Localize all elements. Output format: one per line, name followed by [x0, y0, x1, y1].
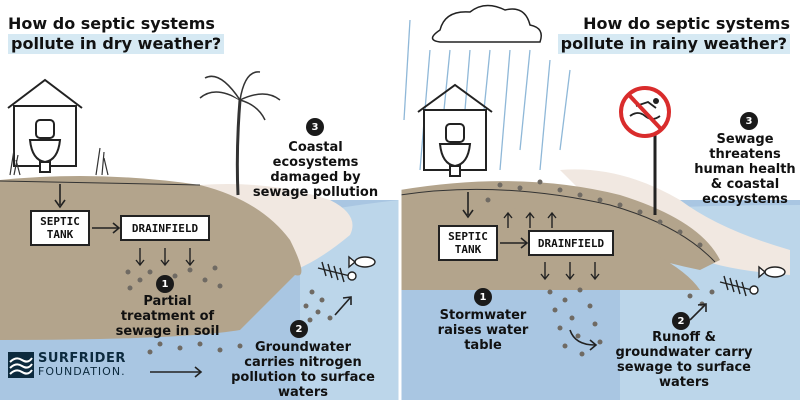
- right-drainfield-box: DRAINFIELD: [528, 230, 614, 256]
- left-step1-badge: 1: [156, 275, 174, 293]
- right-step1-text: Stormwater raises water table: [437, 308, 529, 353]
- right-step1-badge: 1: [474, 288, 492, 306]
- right-flow-arrow: [569, 329, 596, 346]
- right-step2-badge: 2: [672, 312, 690, 330]
- left-sewage-dots: [125, 265, 333, 355]
- right-step2-text: Runoff & groundwater carry sewage to sur…: [615, 330, 753, 390]
- right-septic-tank-label: SEPTIC TANK: [448, 230, 488, 256]
- left-drainfield-label: DRAINFIELD: [131, 221, 199, 235]
- right-up-arrowhead: [697, 303, 707, 312]
- surfrider-wave-icon: [8, 352, 34, 378]
- left-septic-tank-box: SEPTIC TANK: [30, 210, 90, 246]
- left-step1-text: Partial treatment of sewage in soil: [115, 294, 220, 339]
- left-palm-trunk: [235, 99, 242, 196]
- right-panel-scene: [399, 4, 800, 400]
- left-pipe-arrowhead: [54, 199, 66, 209]
- left-grass-2: [95, 147, 109, 176]
- left-fish: [348, 255, 376, 269]
- right-rise-arrows: [503, 211, 557, 228]
- left-toilet-tank: [35, 119, 55, 139]
- right-drainfield-label: DRAINFIELD: [537, 236, 605, 250]
- left-step2-badge: 2: [290, 320, 308, 338]
- left-step3-text: Coastal ecosystems damaged by sewage pol…: [252, 140, 379, 200]
- right-tank-arrowhead: [520, 237, 529, 249]
- left-grass-1: [9, 149, 21, 176]
- right-septic-tank-box: SEPTIC TANK: [438, 225, 498, 261]
- left-title: How do septic systems pollute in dry wea…: [8, 14, 225, 54]
- right-title-line1: How do septic systems: [583, 14, 790, 33]
- left-seep-arrows: [135, 248, 195, 267]
- left-toilet-base: [39, 161, 51, 173]
- right-water-table-line: [399, 188, 716, 263]
- surfrider-logo: SURFRIDER FOUNDATION.: [8, 352, 126, 378]
- right-up-arrow: [689, 304, 706, 321]
- left-drainfield-box: DRAINFIELD: [120, 215, 210, 241]
- left-fish-skeleton: [317, 261, 357, 283]
- right-fish-skeleton: [719, 275, 759, 297]
- left-title-line1: How do septic systems: [8, 14, 215, 33]
- right-toilet-base: [449, 165, 461, 177]
- right-step3-badge: 3: [740, 112, 758, 130]
- left-palm-leaves: [199, 71, 281, 121]
- left-flow-arrowhead: [194, 366, 203, 378]
- right-step3-text: Sewage threatens human health & coastal …: [694, 132, 796, 207]
- left-house-roof: [7, 78, 83, 109]
- left-tank-arrowhead: [112, 222, 121, 234]
- right-fish: [758, 265, 786, 279]
- left-up-arrow: [334, 297, 351, 316]
- left-step2-text: Groundwater carries nitrogen pollution t…: [231, 340, 375, 400]
- rain-cloud: [431, 4, 542, 43]
- left-ground-line: [0, 180, 201, 186]
- right-pipe-arrowhead: [462, 209, 474, 219]
- left-step3-badge: 3: [306, 118, 324, 136]
- right-flow-arrowhead: [589, 339, 598, 351]
- right-toilet-tank: [445, 123, 465, 143]
- logo-line2: FOUNDATION.: [38, 365, 126, 378]
- right-sewage-dots: [485, 179, 715, 357]
- right-title-line2: pollute in rainy weather?: [557, 34, 790, 54]
- logo-line1: SURFRIDER: [38, 351, 126, 366]
- left-septic-tank-label: SEPTIC TANK: [40, 215, 80, 241]
- left-up-arrowhead: [342, 296, 352, 305]
- left-title-line2: pollute in dry weather?: [8, 34, 225, 54]
- right-house-roof: [417, 83, 493, 113]
- right-title: How do septic systems pollute in rainy w…: [557, 14, 790, 54]
- right-seep-arrows: [540, 262, 600, 281]
